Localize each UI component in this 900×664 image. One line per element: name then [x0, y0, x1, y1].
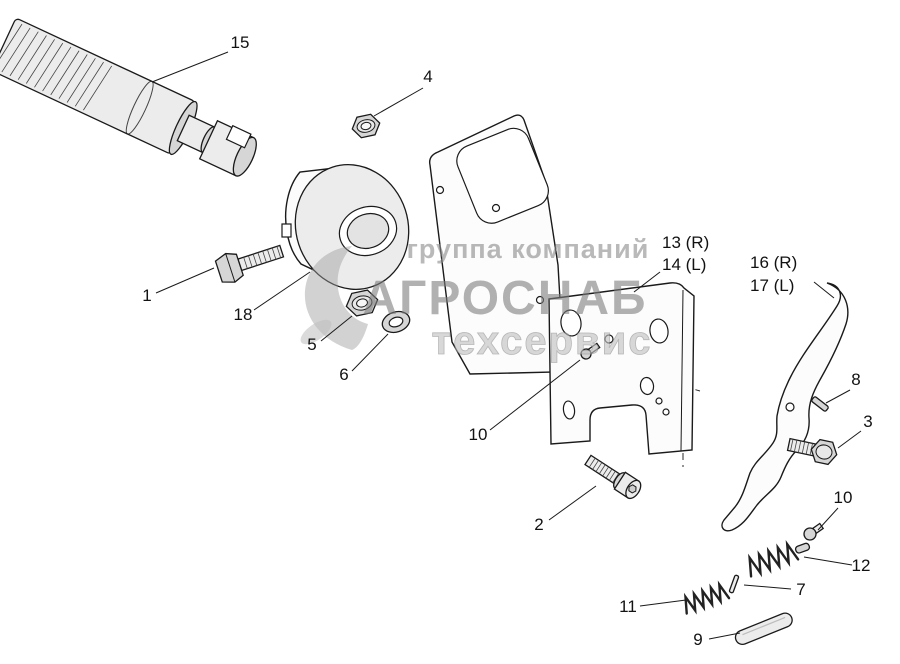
callout-9: 9 [693, 630, 702, 649]
hex-nut-part4 [351, 113, 381, 139]
callout-3: 3 [863, 412, 872, 431]
callout-2: 2 [534, 515, 543, 534]
callout-17: 17 (L) [750, 276, 794, 295]
plate-hole-small [535, 295, 545, 305]
callout-14: 14 (L) [662, 255, 706, 274]
callout-12: 12 [852, 556, 871, 575]
watermark-leaf [300, 319, 332, 345]
callout-10a: 10 [469, 425, 488, 444]
flange-bearing-bore [338, 205, 398, 257]
callout-4: 4 [423, 67, 432, 86]
callout-10b: 10 [834, 488, 853, 507]
pin-part7 [728, 574, 740, 594]
hex-nut-part5 [345, 289, 379, 317]
hex-bolt-part3 [786, 437, 838, 466]
washer-part6 [381, 310, 411, 334]
callout-1: 1 [142, 286, 151, 305]
callout-13: 13 (R) [662, 233, 709, 252]
socket-bolt-part2 [584, 454, 642, 500]
callout-7: 7 [796, 580, 805, 599]
flange-housing-part18 [281, 163, 410, 291]
spring-part11 [683, 580, 731, 615]
shaft-end-notch [225, 124, 252, 149]
leader-lines [151, 51, 862, 640]
bracket-plate-part13-14 [548, 282, 695, 455]
rod-part9 [734, 612, 793, 646]
watermark-line1: группа компаний [407, 234, 650, 264]
headed-pin-part10-upper [580, 342, 601, 360]
watermark-line2: АГРОСНАБ [362, 272, 647, 325]
lever-part16-17 [721, 282, 849, 532]
plate-hole-small [491, 203, 501, 213]
plate-hole-small [435, 185, 445, 195]
callouts: 15 4 1 18 5 6 10 13 (R) 14 (L) 16 (R) 17… [142, 33, 872, 649]
watermark: группа компаний АГРОСНАБ техсервис [300, 234, 653, 363]
headed-pin-part10-lower [803, 522, 825, 541]
watermark-leaf-logo [304, 246, 368, 350]
hex-bolt-part1 [214, 244, 285, 283]
pin-part8 [811, 396, 829, 412]
callout-15: 15 [231, 33, 250, 52]
callout-6: 6 [339, 365, 348, 384]
shaft-hatching [0, 23, 113, 111]
watermark-line3: техсервис [432, 319, 653, 363]
callout-18: 18 [234, 305, 253, 324]
callout-11: 11 [619, 597, 637, 616]
callout-5: 5 [307, 335, 316, 354]
handle-shaft-part15 [0, 18, 257, 177]
spring-part12 [748, 539, 811, 578]
callout-8: 8 [851, 370, 860, 389]
mounting-plate [428, 114, 563, 375]
callout-16: 16 (R) [750, 253, 797, 272]
